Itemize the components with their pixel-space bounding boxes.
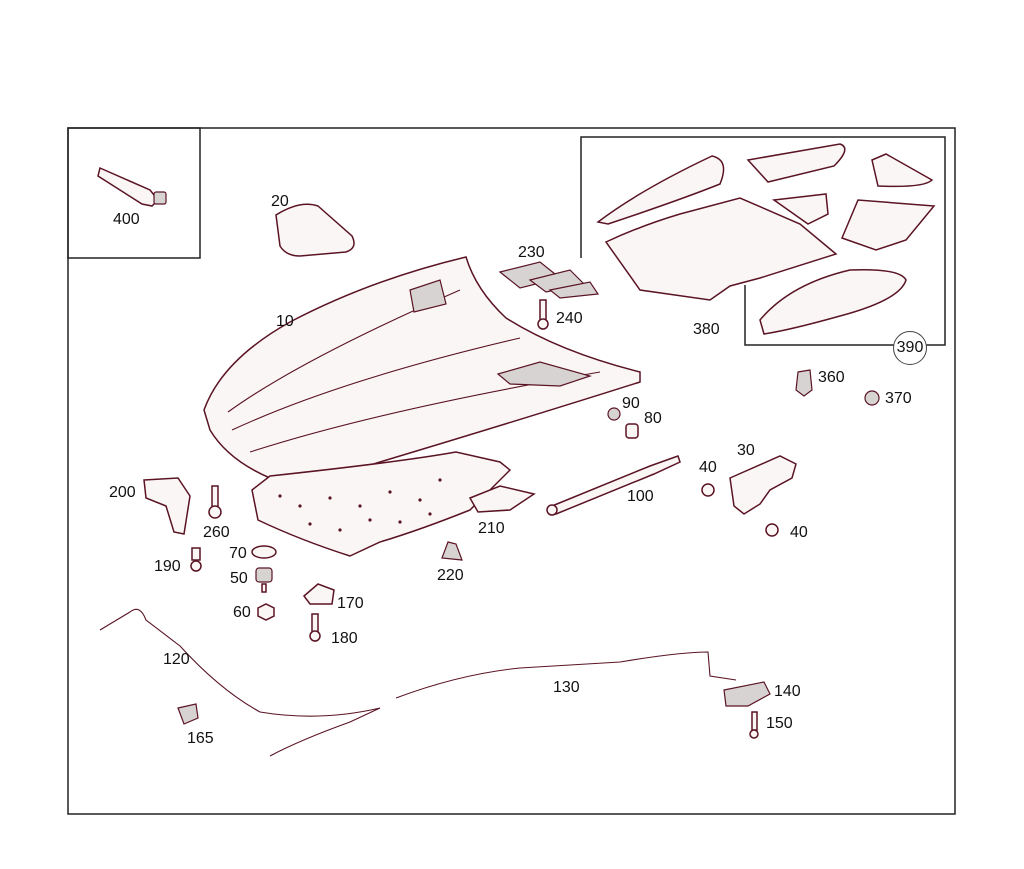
label-180: 180 xyxy=(331,630,358,647)
tube-400 xyxy=(97,166,167,207)
buffer-50 xyxy=(255,567,273,593)
strut-100 xyxy=(546,455,681,516)
label-170: 170 xyxy=(337,595,364,612)
label-40a: 40 xyxy=(699,459,717,476)
liner-210 xyxy=(251,451,536,557)
bolt-240 xyxy=(537,299,549,330)
nut-40a xyxy=(701,483,715,497)
label-10: 10 xyxy=(276,313,294,330)
lock-170 xyxy=(302,583,335,605)
label-90: 90 xyxy=(622,395,640,412)
screw-150 xyxy=(749,711,759,739)
label-130: 130 xyxy=(553,679,580,696)
bolt-190 xyxy=(190,547,202,572)
seal-20 xyxy=(275,203,355,257)
label-30: 30 xyxy=(737,442,755,459)
bolt-180 xyxy=(309,613,321,642)
label-20: 20 xyxy=(271,193,289,210)
clip-220 xyxy=(441,541,463,561)
pad-390 xyxy=(759,268,907,335)
label-370: 370 xyxy=(885,390,912,407)
label-70: 70 xyxy=(229,545,247,562)
label-400: 400 xyxy=(113,211,140,228)
label-140: 140 xyxy=(774,683,801,700)
label-220: 220 xyxy=(437,567,464,584)
pads-380 xyxy=(596,143,936,301)
bolt-40b xyxy=(765,523,779,537)
outer-frame xyxy=(67,127,956,815)
cable-130 xyxy=(395,651,737,699)
vents-230 xyxy=(498,261,600,299)
cable-120 xyxy=(99,608,381,757)
label-230: 230 xyxy=(518,244,545,261)
label-360: 360 xyxy=(818,369,845,386)
bumper-80 xyxy=(625,423,639,439)
pad-70 xyxy=(251,545,277,559)
clip-370 xyxy=(864,390,880,406)
label-260: 260 xyxy=(203,524,230,541)
hood-10 xyxy=(203,256,641,480)
label-240: 240 xyxy=(556,310,583,327)
hinge-200 xyxy=(143,477,191,535)
label-200: 200 xyxy=(109,484,136,501)
bolt-260 xyxy=(208,485,222,519)
inset-frame-380 xyxy=(580,136,946,346)
label-150: 150 xyxy=(766,715,793,732)
clip-165 xyxy=(177,703,199,725)
latch-140 xyxy=(723,681,771,707)
washer-90 xyxy=(607,407,621,421)
label-210: 210 xyxy=(478,520,505,537)
label-80: 80 xyxy=(644,410,662,427)
label-390: 390 xyxy=(893,331,927,365)
label-40b: 40 xyxy=(790,524,808,541)
label-190: 190 xyxy=(154,558,181,575)
clip-360 xyxy=(795,369,813,397)
label-50: 50 xyxy=(230,570,248,587)
label-120: 120 xyxy=(163,651,190,668)
label-380: 380 xyxy=(693,321,720,338)
hinge-30 xyxy=(729,455,797,515)
inset-frame-400 xyxy=(67,127,201,259)
nut-60 xyxy=(257,603,275,621)
label-165: 165 xyxy=(187,730,214,747)
label-100: 100 xyxy=(627,488,654,505)
label-60: 60 xyxy=(233,604,251,621)
